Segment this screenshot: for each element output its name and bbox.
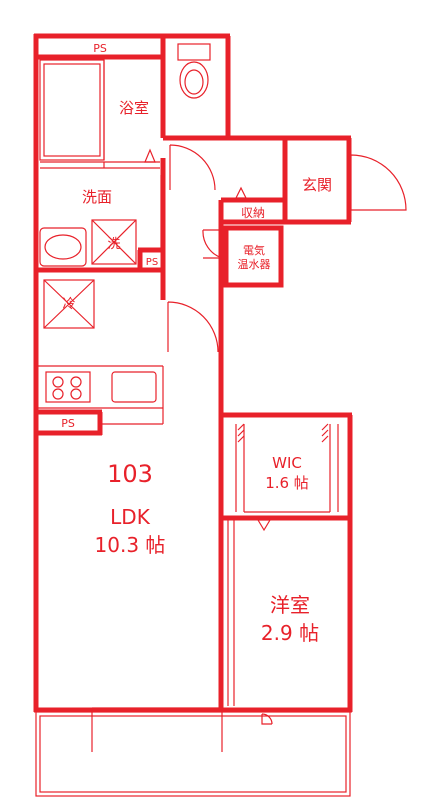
thin-partitions (36, 59, 331, 706)
wic-name: WIC (272, 454, 302, 472)
fridge-label: 冷 (62, 297, 75, 312)
ps-top-label: PS (93, 42, 107, 55)
washer-label: 洗 (107, 237, 120, 252)
stove-icon (45, 371, 91, 403)
toilet-icon (177, 43, 211, 99)
storage-label: 収納 (241, 206, 265, 220)
interior-walls (36, 36, 350, 712)
unit-number: 103 (107, 460, 153, 488)
ps-kitchen-label: PS (61, 417, 75, 430)
doors (144, 144, 407, 725)
ps-mid-label: PS (146, 257, 158, 268)
washer-icon (91, 219, 137, 265)
washroom-label: 洗面 (82, 188, 112, 206)
wic-hanger-rails (235, 423, 339, 512)
wic-area: 1.6 帖 (265, 474, 309, 492)
sink-icon (111, 371, 157, 403)
wash-basin-icon (39, 227, 87, 267)
bath-label: 浴室 (119, 99, 149, 117)
western-room-area: 2.9 帖 (261, 621, 319, 645)
water-heater-label-2: 温水器 (238, 258, 271, 271)
water-heater-label-1: 電気 (243, 243, 265, 257)
fridge-icon (43, 279, 95, 329)
entrance-label: 玄関 (302, 176, 332, 194)
exterior-walls (33, 33, 353, 713)
ldk-area: 10.3 帖 (95, 533, 166, 557)
western-room-name: 洋室 (270, 593, 310, 617)
balcony (35, 707, 351, 797)
ldk-name: LDK (110, 505, 151, 529)
